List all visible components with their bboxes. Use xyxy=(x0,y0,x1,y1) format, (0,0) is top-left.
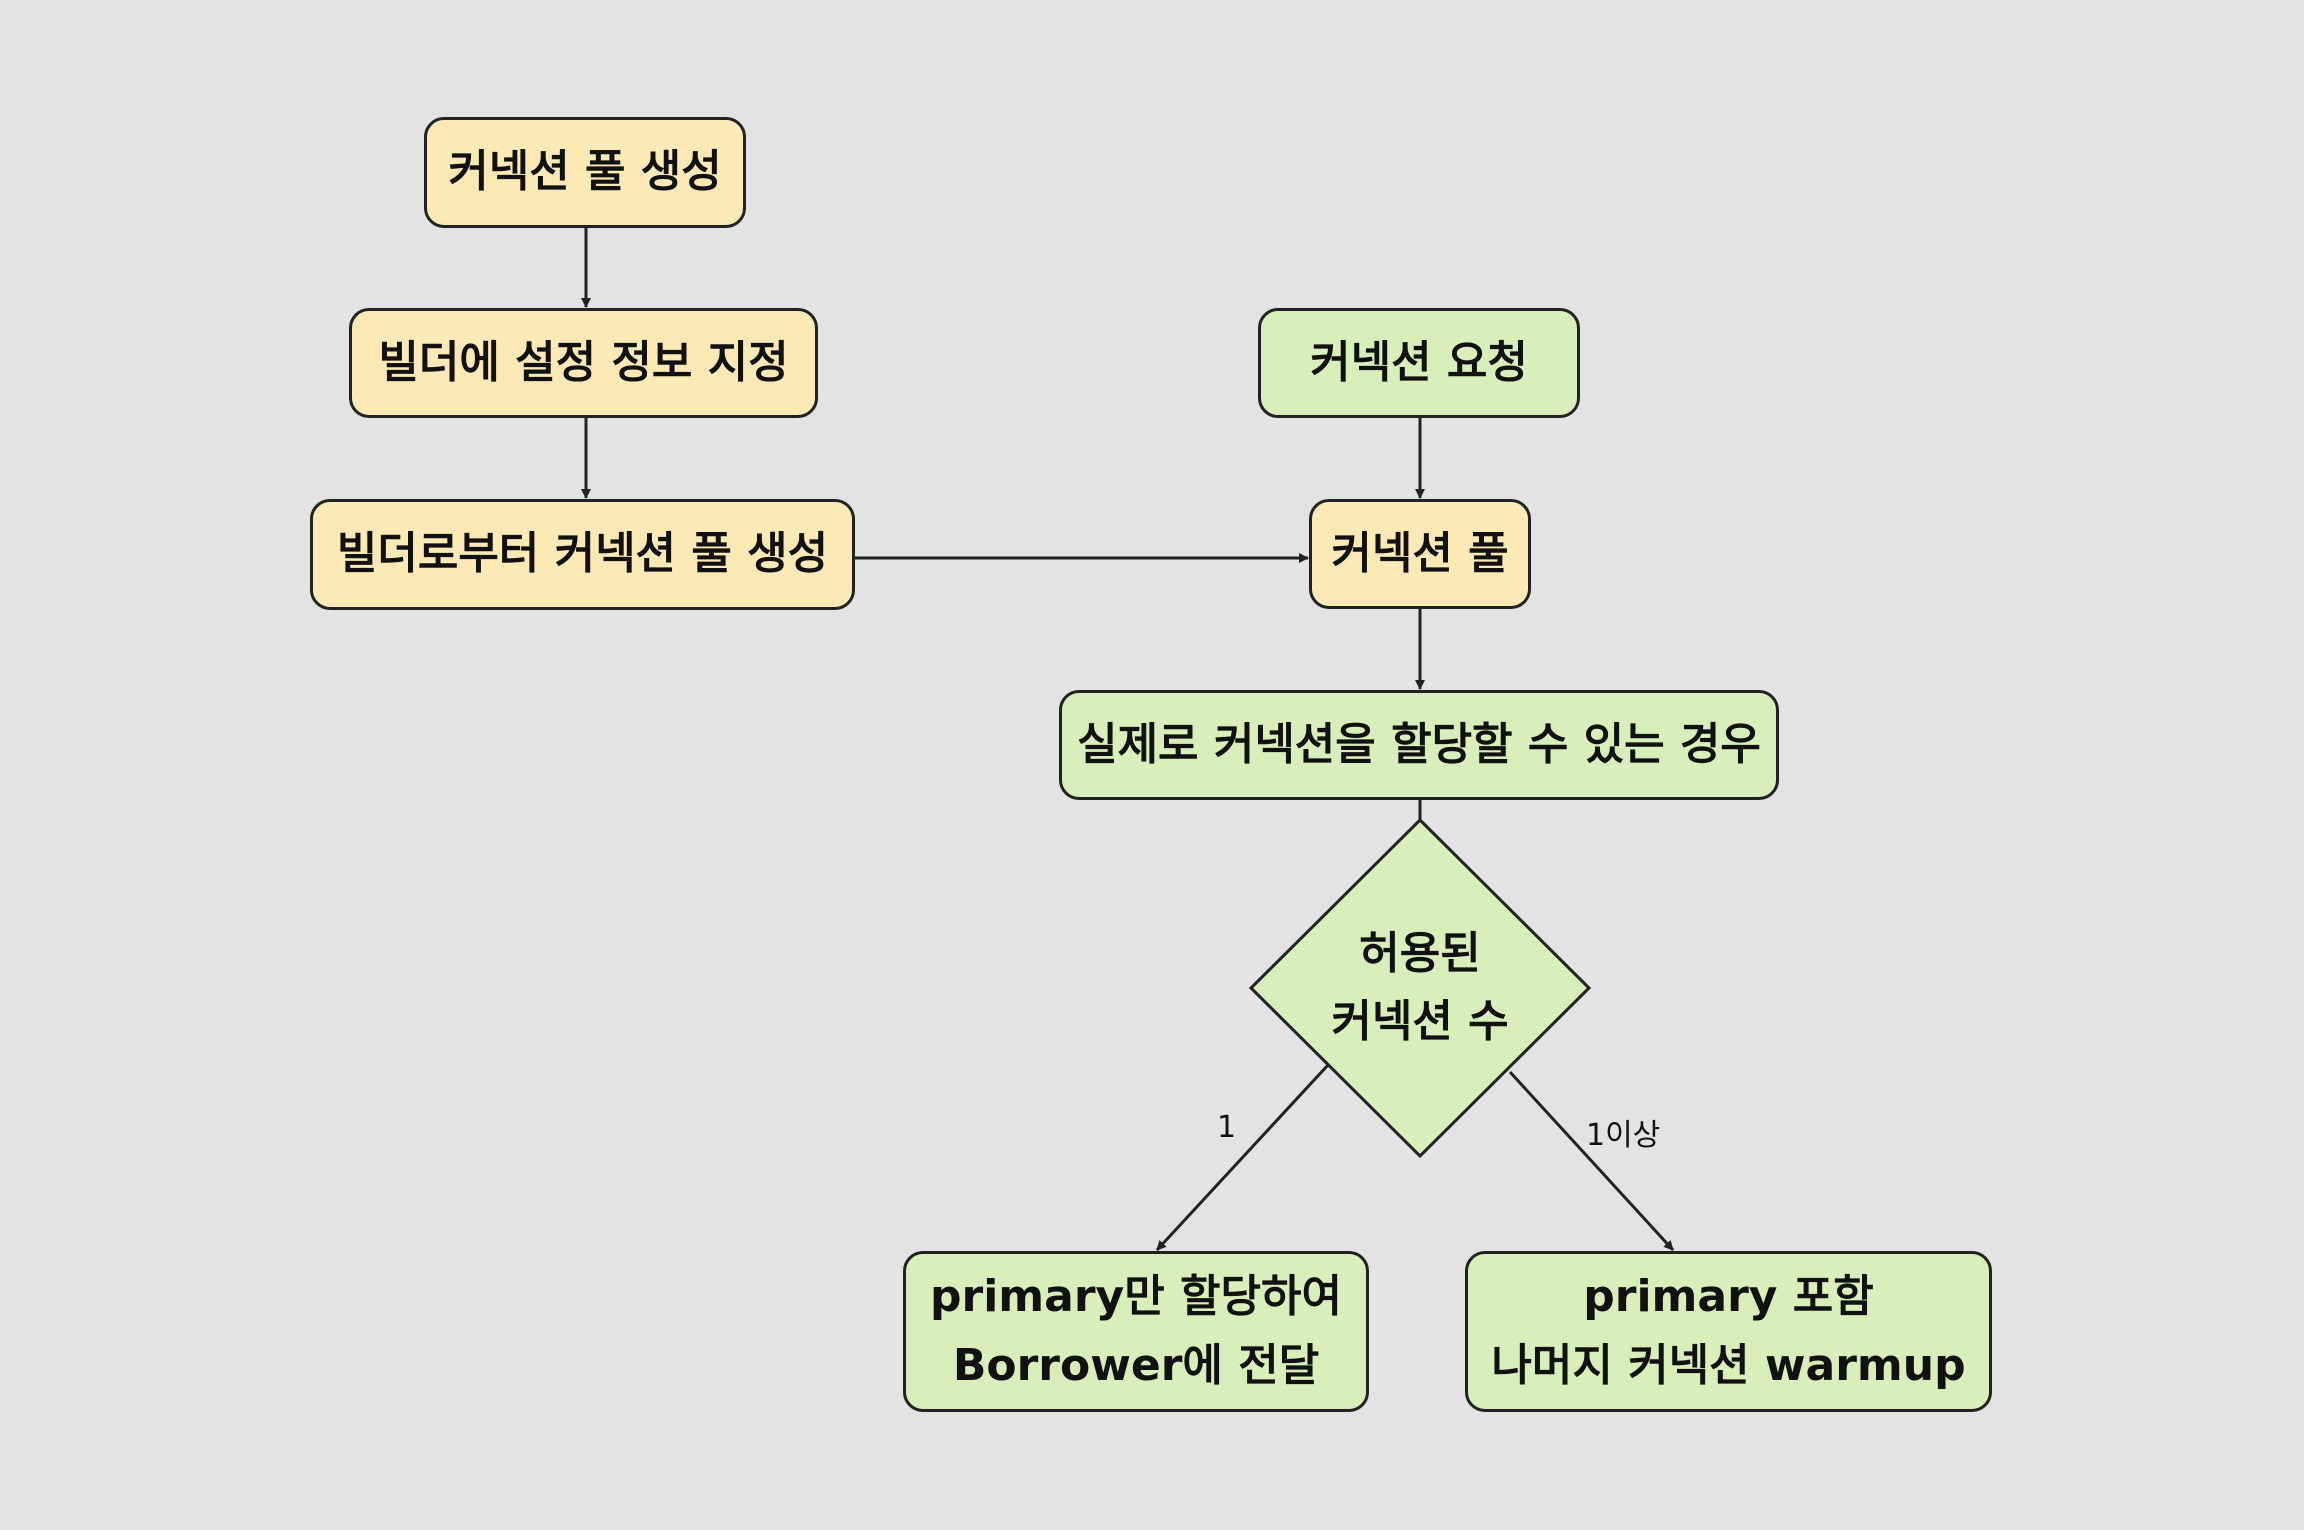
node-primary-only-line1: primary만 할당하여 xyxy=(930,1271,1342,1323)
node-allocatable-case: 실제로 커넥션을 할당할 수 있는 경우 xyxy=(1059,690,1779,800)
edge-label-more: 1이상 xyxy=(1586,1118,1661,1153)
decision-allowed-count: 허용된 커넥션 수 xyxy=(1271,908,1569,1068)
node-primary-warmup-line2: 나머지 커넥션 warmup xyxy=(1491,1339,1966,1391)
edge-decision-to-warmup xyxy=(1508,1070,1675,1252)
node-builder-create-pool-label: 빌더로부터 커넥션 풀 생성 xyxy=(336,528,829,580)
decision-diamond xyxy=(1248,817,1592,1159)
node-primary-warmup: primary 포함 나머지 커넥션 warmup xyxy=(1465,1251,1992,1412)
node-connection-request: 커넥션 요청 xyxy=(1258,308,1580,418)
node-primary-only: primary만 할당하여 Borrower에 전달 xyxy=(903,1251,1369,1412)
edge-label-one: 1 xyxy=(1217,1110,1237,1145)
node-primary-warmup-line1: primary 포함 xyxy=(1583,1271,1874,1323)
node-connection-pool: 커넥션 풀 xyxy=(1309,499,1531,609)
edge-decision-to-primary-only xyxy=(1155,1063,1330,1252)
node-connection-pool-label: 커넥션 풀 xyxy=(1331,527,1509,579)
node-builder-create-pool: 빌더로부터 커넥션 풀 생성 xyxy=(310,499,855,610)
node-create-pool: 커넥션 풀 생성 xyxy=(424,117,746,228)
decision-label-line1: 허용된 xyxy=(1359,927,1481,979)
node-connection-request-label: 커넥션 요청 xyxy=(1310,336,1528,388)
decision-label-line2: 커넥션 수 xyxy=(1331,996,1509,1047)
node-allocatable-case-label: 실제로 커넥션을 할당할 수 있는 경우 xyxy=(1077,718,1761,770)
node-builder-config: 빌더에 설정 정보 지정 xyxy=(349,308,818,418)
node-builder-config-label: 빌더에 설정 정보 지정 xyxy=(378,336,789,388)
node-primary-only-line2: Borrower에 전달 xyxy=(952,1339,1320,1391)
node-create-pool-label: 커넥션 풀 생성 xyxy=(448,146,722,198)
